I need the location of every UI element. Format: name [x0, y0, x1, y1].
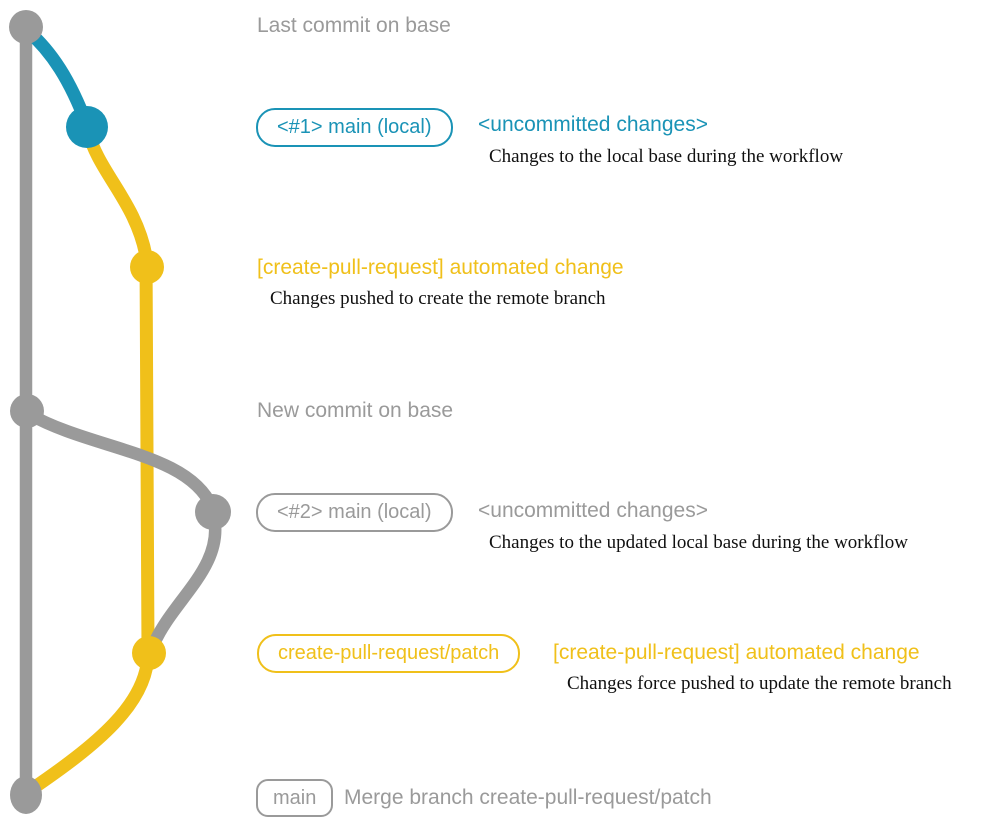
base-to-local2-edge — [22, 407, 219, 514]
commit-last-base — [9, 10, 43, 44]
branch-badge-main: main — [256, 779, 334, 817]
commit-local-2 — [195, 494, 231, 530]
commit-merge — [10, 776, 42, 814]
commit-new-base — [10, 394, 44, 428]
branch-badge-patch: create-pull-request/patch — [257, 634, 521, 673]
uncommitted-changes-title-1: <uncommitted changes> — [478, 113, 708, 136]
commit-patch-1 — [130, 250, 164, 284]
branch-badge-main-local-1: <#1> main (local) — [256, 108, 453, 147]
automated-change-title-1: [create-pull-request] automated change — [257, 256, 624, 279]
merge-commit-label: Merge branch create-pull-request/patch — [344, 786, 712, 809]
commit-local-1 — [66, 106, 108, 148]
local2-to-patch-edge — [146, 510, 222, 653]
automated-change-desc-2: Changes force pushed to update the remot… — [567, 673, 952, 694]
uncommitted-changes-desc-1: Changes to the local base during the wor… — [489, 146, 844, 167]
branch-badge-main-local-2: <#2> main (local) — [256, 493, 453, 532]
patch-branch-line-yellow — [22, 124, 155, 798]
automated-change-title-2: [create-pull-request] automated change — [553, 641, 920, 664]
new-commit-heading: New commit on base — [257, 399, 454, 422]
automated-change-desc-1: Changes pushed to create the remote bran… — [270, 288, 606, 309]
commit-patch-2 — [132, 636, 166, 670]
uncommitted-changes-title-2: <uncommitted changes> — [478, 499, 708, 522]
commit-graph — [9, 10, 231, 814]
last-commit-heading: Last commit on base — [257, 14, 451, 37]
uncommitted-changes-desc-2: Changes to the updated local base during… — [489, 532, 908, 553]
